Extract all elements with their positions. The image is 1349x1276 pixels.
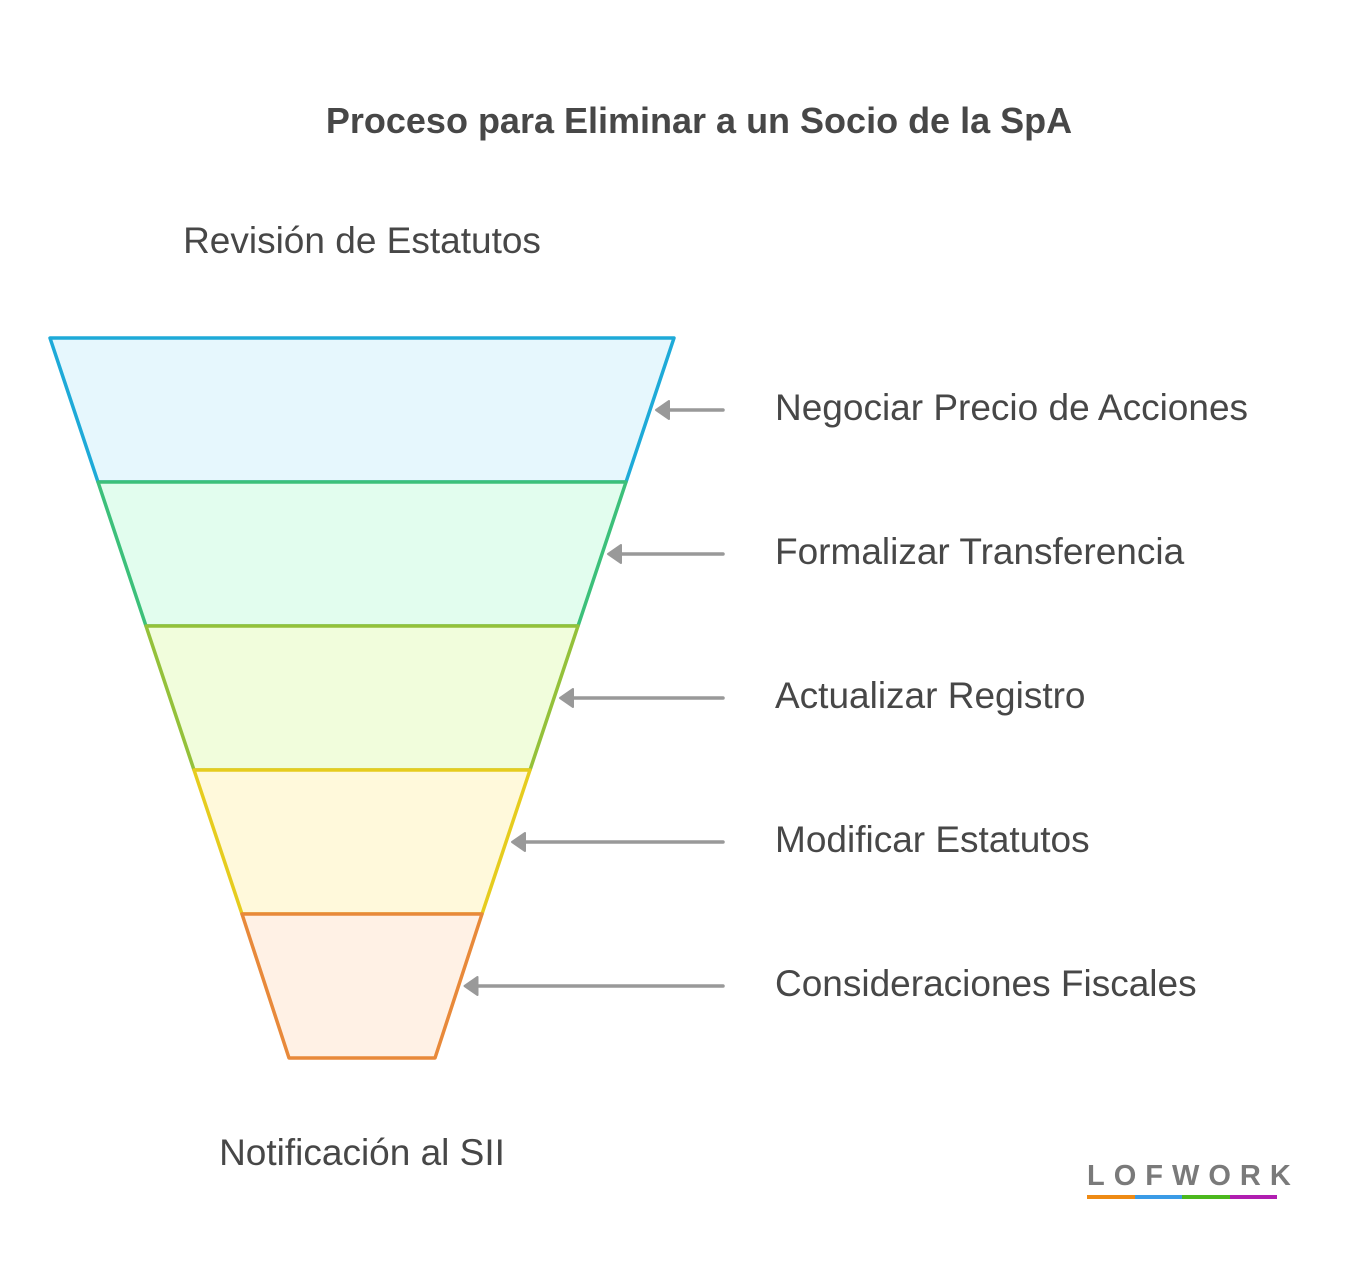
logo-bar-segment [1182, 1195, 1230, 1199]
funnel-level-1 [48, 336, 676, 484]
logo-text: LOFWORK [1087, 1160, 1300, 1192]
step-label: Actualizar Registro [775, 675, 1086, 716]
arrow-left-icon [655, 400, 725, 420]
arrow-left-icon [559, 688, 725, 708]
logo-bar-segment [1134, 1195, 1182, 1199]
logo-bar-segment [1229, 1195, 1277, 1199]
step-label: Consideraciones Fiscales [775, 963, 1197, 1004]
logo-color-bar [1087, 1195, 1277, 1199]
lofwork-logo: LOFWORK [1087, 1160, 1300, 1199]
funnel-bottom-label: Notificación al SII [219, 1132, 505, 1173]
logo-bar-segment [1087, 1195, 1135, 1199]
arrow-left-icon [463, 976, 725, 996]
step-label: Negociar Precio de Acciones [775, 387, 1249, 428]
step-label: Modificar Estatutos [775, 819, 1090, 860]
funnel-level-5 [240, 912, 484, 1060]
funnel-level-4 [192, 768, 532, 916]
funnel-level-2 [96, 480, 628, 628]
arrow-left-icon [607, 544, 725, 564]
step-label: Formalizar Transferencia [775, 531, 1185, 572]
funnel-top-label: Revisión de Estatutos [183, 220, 541, 261]
diagram-title: Proceso para Eliminar a un Socio de la S… [325, 100, 1073, 141]
arrow-left-icon [511, 832, 725, 852]
funnel-level-3 [144, 624, 580, 772]
